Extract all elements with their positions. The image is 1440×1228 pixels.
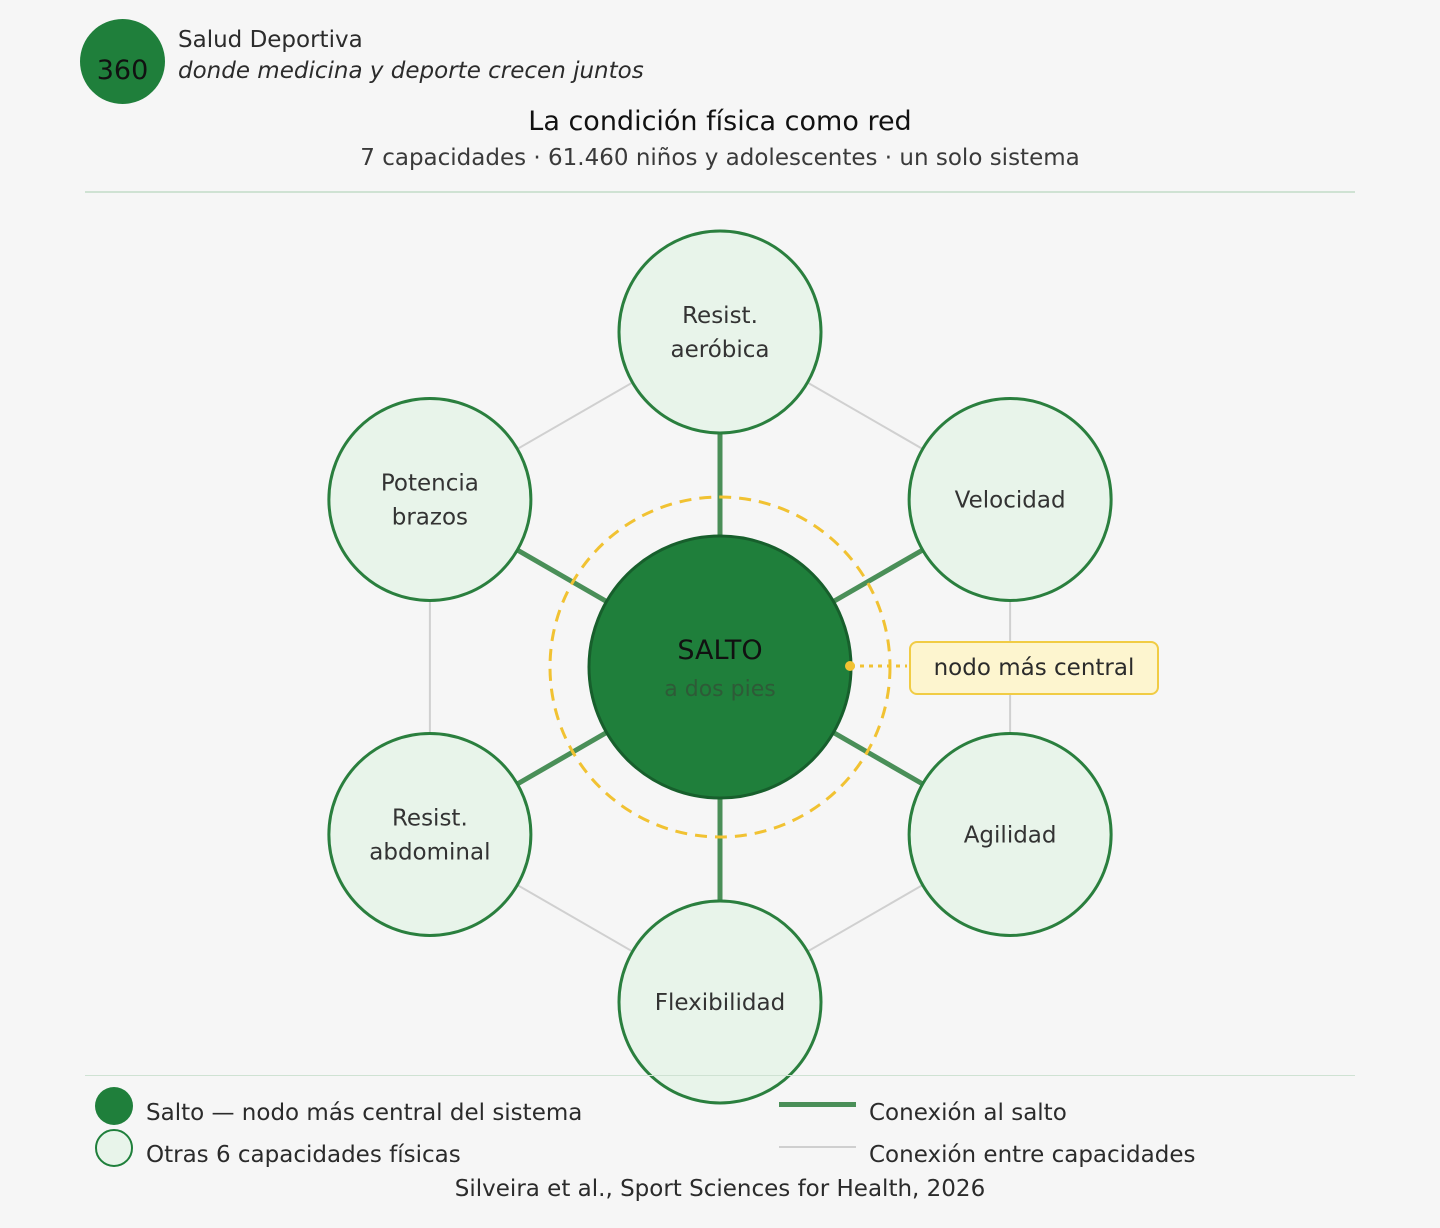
callout-dot — [845, 661, 855, 671]
node-velocidad-label-1: Velocidad — [955, 488, 1066, 514]
hub-edge-agilidad — [832, 730, 924, 787]
brand-logo-text: 360 — [96, 55, 149, 86]
page-subtitle: 7 capacidades · 61.460 niños y adolescen… — [360, 145, 1080, 171]
page-title: La condición física como red — [528, 106, 912, 137]
node-agilidad: Agilidad — [907, 732, 1113, 937]
brand-logo: 360 — [80, 19, 165, 104]
node-potencia-label-1: Potencia — [381, 471, 479, 497]
node-agilidad-label-1: Agilidad — [964, 823, 1057, 849]
hub-edge-velocidad — [832, 547, 924, 604]
center-node-subtitle: a dos pies — [664, 677, 775, 702]
node-potencia-label-2: brazos — [392, 505, 468, 531]
footer-divider — [85, 1075, 1355, 1076]
central-node-callout: nodo más central — [909, 641, 1159, 695]
node-flexibilidad: Flexibilidad — [617, 899, 823, 1105]
legend-other-label: Otras 6 capacidades físicas — [146, 1142, 461, 1168]
hub-edge-abdominal — [516, 730, 608, 787]
node-flexibilidad-label-1: Flexibilidad — [655, 990, 785, 1016]
brand-name: Salud Deportiva — [178, 27, 363, 53]
legend-hub-label: Conexión al salto — [869, 1100, 1067, 1126]
legend-other-swatch — [95, 1129, 133, 1167]
node-aerobica-label-2: aeróbica — [671, 337, 770, 363]
source-citation: Silveira et al., Sport Sciences for Heal… — [454, 1176, 986, 1202]
node-velocidad: Velocidad — [907, 397, 1113, 602]
node-abdominal-label-2: abdominal — [369, 840, 490, 866]
legend-ring-swatch — [779, 1146, 856, 1148]
callout-label: nodo más central — [933, 655, 1135, 681]
center-node: SALTO a dos pies — [587, 534, 853, 800]
hub-edge-potencia — [516, 547, 608, 604]
node-abdominal-label-1: Resist. — [392, 806, 468, 832]
center-node-title: SALTO — [677, 635, 762, 666]
brand-tagline: donde medicina y deporte crecen juntos — [178, 58, 644, 84]
node-abdominal: Resist. abdominal — [327, 732, 533, 937]
legend-center-label: Salto — nodo más central del sistema — [146, 1100, 583, 1126]
node-potencia: Potencia brazos — [327, 397, 533, 602]
legend-hub-swatch — [779, 1102, 856, 1107]
legend-center-swatch — [95, 1087, 133, 1125]
node-aerobica-label-1: Resist. — [682, 303, 758, 329]
node-aerobica: Resist. aeróbica — [617, 229, 823, 435]
legend-ring-label: Conexión entre capacidades — [869, 1142, 1196, 1168]
header-divider — [85, 191, 1355, 193]
